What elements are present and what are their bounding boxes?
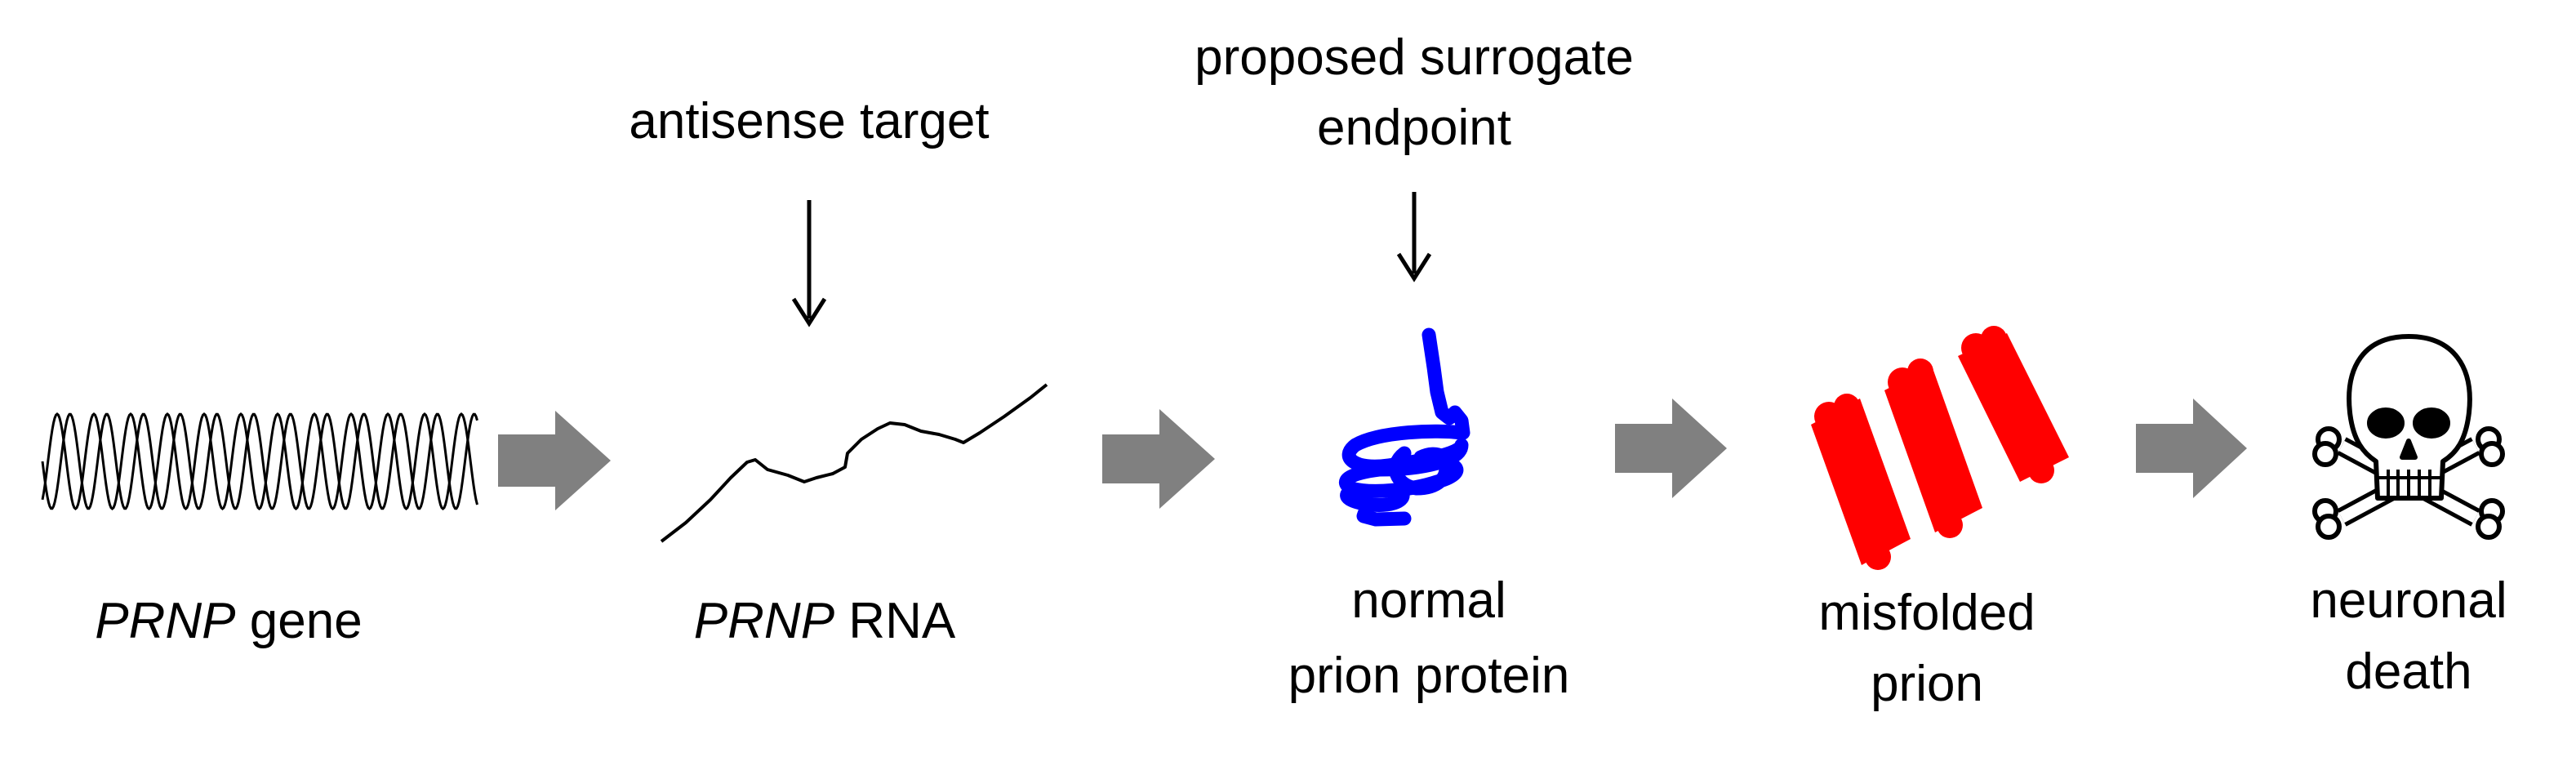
stage-label-normal-line1: normal [1351, 572, 1506, 629]
skull-crossbones-icon [2312, 334, 2505, 540]
flow-arrow-2 [1102, 409, 1215, 509]
rna-strand-icon [660, 383, 1048, 543]
stage-label-misfolded-line1: misfolded [1818, 585, 2035, 641]
stage-label-gene: PRNP gene [49, 584, 408, 659]
stage-label-death-line1: neuronal [2310, 572, 2507, 629]
surrogate-endpoint-label-line1: proposed surrogate [1195, 29, 1634, 86]
antisense-target-label: antisense target [629, 93, 990, 149]
rna-suffix: RNA [834, 593, 956, 649]
surrogate-down-arrow [1396, 192, 1432, 283]
stage-label-death-line2: death [2345, 643, 2472, 700]
flow-arrow-1 [498, 411, 611, 510]
flow-arrow-3 [1615, 399, 1727, 498]
stage-label-normal-line2: prion protein [1288, 648, 1570, 704]
stage-label-misfolded-line2: prion [1871, 656, 1983, 712]
dna-helix-icon [41, 412, 478, 510]
surrogate-endpoint-label-line2: endpoint [1317, 100, 1511, 156]
gene-name: PRNP [95, 593, 236, 649]
rna-gene-name: PRNP [693, 593, 835, 649]
stage-label-rna: PRNP RNA [645, 584, 1004, 659]
misfolded-aggregate-icon [1811, 326, 2069, 570]
gene-suffix: gene [235, 593, 363, 649]
flow-arrow-4 [2136, 399, 2247, 498]
folded-protein-icon [1339, 327, 1470, 527]
antisense-down-arrow [791, 200, 827, 327]
